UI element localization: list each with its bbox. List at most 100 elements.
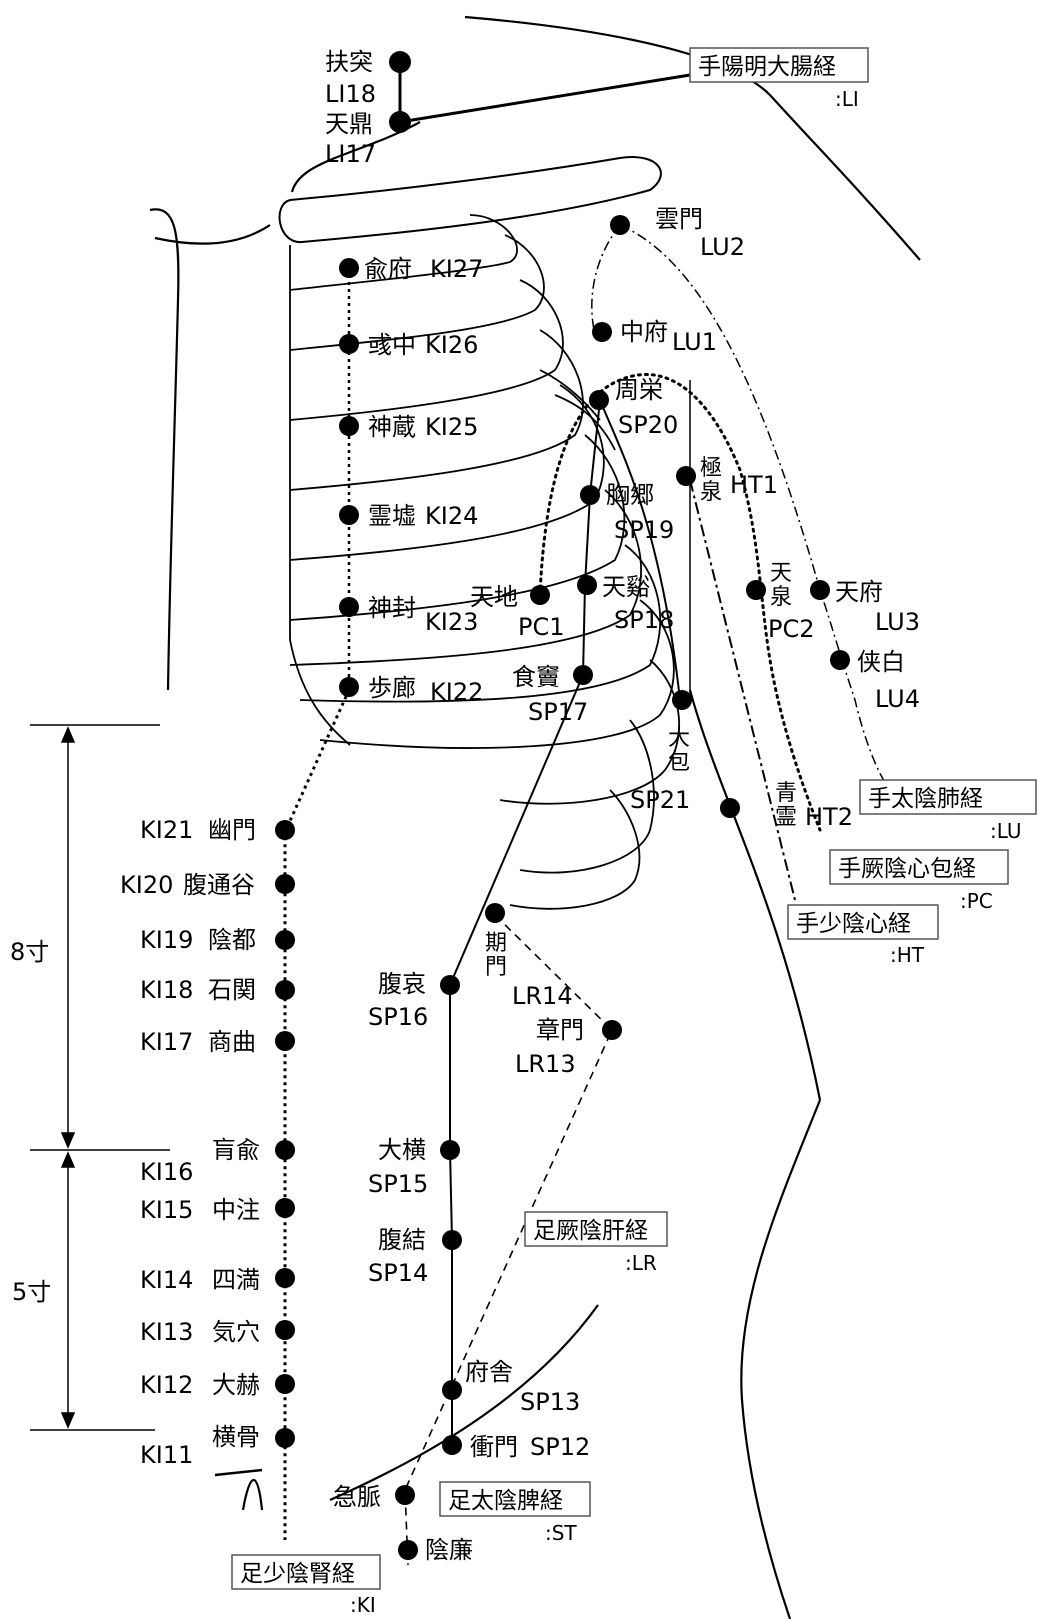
lu4-name: 侠白 xyxy=(857,648,905,676)
sp18-code: SP18 xyxy=(614,606,674,634)
sp17-name: 食竇 xyxy=(512,663,560,691)
point-li17-dot xyxy=(389,111,411,133)
pc-legend-abbr: :PC xyxy=(960,889,993,913)
ki20-code: KI20 xyxy=(120,871,173,899)
vertical-char: 包 xyxy=(668,750,690,775)
point-sp12-dot xyxy=(442,1435,462,1455)
ki16-name: 肓兪 xyxy=(212,1136,260,1164)
ht2-name-vertical: 青霊 xyxy=(775,781,797,830)
sp13-code: SP13 xyxy=(520,1388,580,1416)
point-ki27-dot xyxy=(339,258,359,278)
ki22-code: KI22 xyxy=(430,678,483,706)
sp19-name: 胸郷 xyxy=(606,481,654,509)
lr13-name: 章門 xyxy=(536,1016,584,1044)
point-sp21-dot xyxy=(672,690,692,710)
vertical-char: 霊 xyxy=(775,805,797,830)
sp16-name: 腹哀 xyxy=(378,970,426,998)
ki22-name: 歩廊 xyxy=(368,674,416,702)
lu-legend-name: 手太陰肺経 xyxy=(868,786,983,812)
acupoints xyxy=(275,51,850,1560)
vertical-char: 門 xyxy=(485,955,507,980)
ki20-name: 腹通谷 xyxy=(183,871,255,899)
clavicle xyxy=(280,157,661,242)
ki12-code: KI12 xyxy=(140,1371,193,1399)
ki25-name: 神蔵 xyxy=(368,413,416,441)
ht1-name-vertical: 極泉 xyxy=(700,456,722,505)
point-sp16-dot xyxy=(440,975,460,995)
ki18-name: 石関 xyxy=(208,976,256,1004)
point-lu3-dot xyxy=(810,580,830,600)
lu3-name: 天府 xyxy=(835,578,883,606)
point-li18-dot xyxy=(389,51,411,73)
lu-legend-abbr: :LU xyxy=(990,819,1022,843)
vertical-char: 天 xyxy=(770,561,792,586)
lu3-code: LU3 xyxy=(875,608,920,636)
lr-legend-name: 足厥陰肝経 xyxy=(533,1218,648,1244)
lr11-name: 陰廉 xyxy=(425,1536,473,1564)
ki13-name: 気穴 xyxy=(212,1318,260,1346)
pubic-mark xyxy=(215,1470,262,1475)
point-sp20-dot xyxy=(589,390,609,410)
point-ki15-dot xyxy=(275,1198,295,1218)
sp14-code: SP14 xyxy=(368,1259,428,1287)
left-shoulder-cut xyxy=(155,225,270,244)
ki24-name: 霊墟 xyxy=(368,502,416,530)
sp20-name: 周栄 xyxy=(615,376,663,404)
li17-code: LI17 xyxy=(325,140,376,168)
point-ki26-dot xyxy=(339,334,359,354)
point-ki19-dot xyxy=(275,930,295,950)
measure-lower-label: 5寸 xyxy=(12,1278,51,1306)
sp15-name: 大横 xyxy=(378,1136,426,1164)
ki23-name: 神封 xyxy=(368,594,416,622)
ki-meridian-line xyxy=(285,268,349,1540)
point-ki17-dot xyxy=(275,1031,295,1051)
vertical-char: 泉 xyxy=(770,585,792,610)
ki17-code: KI17 xyxy=(140,1028,193,1056)
point-ki23-dot xyxy=(339,597,359,617)
pc2-name-vertical: 天泉 xyxy=(770,561,792,610)
ki15-name: 中注 xyxy=(212,1196,260,1224)
point-ki20-dot xyxy=(275,874,295,894)
vertical-char: 期 xyxy=(485,931,507,956)
sp21-name-vertical: 大包 xyxy=(668,726,690,775)
vertical-char: 大 xyxy=(668,726,690,751)
ki14-code: KI14 xyxy=(140,1266,193,1294)
lu1-name: 中府 xyxy=(620,318,668,346)
ki27-code: KI27 xyxy=(430,255,483,283)
ht1-code: HT1 xyxy=(730,471,778,499)
point-ki16-dot xyxy=(275,1140,295,1160)
sp18-name: 天谿 xyxy=(602,573,650,601)
point-ki25-dot xyxy=(339,416,359,436)
point-ki13-dot xyxy=(275,1320,295,1340)
ki27-name: 兪府 xyxy=(364,255,412,283)
lu4-code: LU4 xyxy=(875,685,920,713)
sp-legend-name: 足太陰脾経 xyxy=(448,1488,563,1514)
point-lr14-dot xyxy=(485,903,505,923)
lr-legend-abbr: :LR xyxy=(625,1251,657,1275)
ki17-name: 商曲 xyxy=(208,1028,256,1056)
pc1-code: PC1 xyxy=(518,613,565,641)
ki21-name: 幽門 xyxy=(208,816,256,844)
ki14-name: 四満 xyxy=(212,1266,260,1294)
li18-name: 扶突 xyxy=(325,48,373,76)
left-arm-outline xyxy=(150,209,178,690)
rib-2 xyxy=(290,235,544,350)
point-ht2-dot xyxy=(720,798,740,818)
li17-name: 天鼎 xyxy=(325,110,373,138)
sp-meridian-line xyxy=(450,400,680,1445)
right-waist-outline xyxy=(741,1100,820,1619)
pc-legend-name: 手厥陰心包経 xyxy=(838,856,976,882)
point-ht1-dot xyxy=(676,466,696,486)
point-labels: 扶突 LI18 天鼎 LI17 雲門 LU2 中府 LU1 天府 LU3 侠白 … xyxy=(120,48,920,1564)
sp17-code: SP17 xyxy=(528,698,588,726)
sp13-name: 府舎 xyxy=(465,1358,513,1386)
ht-legend-name: 手少陰心経 xyxy=(796,911,911,937)
ki13-code: KI13 xyxy=(140,1318,193,1346)
lr14-name-vertical: 期門 xyxy=(485,931,507,980)
point-lu4-dot xyxy=(830,650,850,670)
ki25-code: KI25 xyxy=(425,413,478,441)
ki26-code: KI26 xyxy=(425,331,478,359)
ki23-code: KI23 xyxy=(425,608,478,636)
